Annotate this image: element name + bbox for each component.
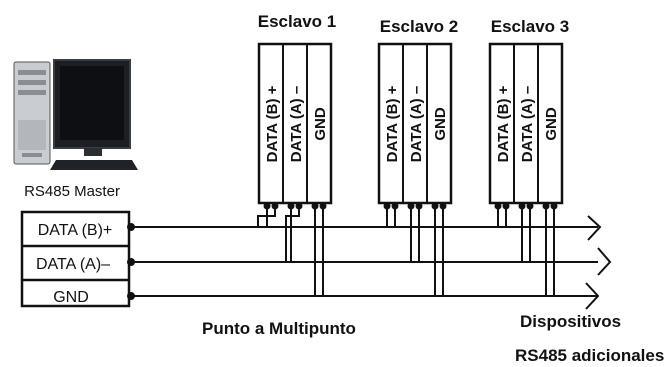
- bus-lines: [127, 223, 598, 300]
- slave-1-wiring: [257, 206, 324, 296]
- master-label: RS485 Master: [24, 183, 120, 200]
- master-dot-a: [127, 258, 135, 266]
- arrow-a: [597, 247, 612, 276]
- master-terminal-block: DATA (B)+ DATA (A)– GND: [20, 210, 131, 308]
- slave-1-title: Esclavo 1: [258, 12, 336, 31]
- slave-2-pin-b: DATA (B) +: [384, 85, 401, 162]
- slave-2-pin-gnd: GND: [432, 107, 449, 141]
- master-terminal-a-label: DATA (A)–: [36, 256, 110, 273]
- arrow-b: [587, 215, 602, 241]
- master-terminal-b-label: DATA (B)+: [38, 222, 113, 239]
- master-computer: RS485 Master: [13, 59, 138, 200]
- slave-1: Esclavo 1 DATA (B) + DATA (A) – GND: [257, 12, 336, 296]
- keyboard-icon: [50, 160, 138, 170]
- continuation-arrows: [585, 215, 612, 310]
- slave-3-wiring: [497, 206, 555, 296]
- additional-devices-label-1: Dispositivos: [520, 312, 621, 331]
- topology-label: Punto a Multipunto: [202, 319, 356, 338]
- slave-2-title: Esclavo 2: [380, 17, 458, 36]
- additional-devices-label-2: RS485 adicionales: [515, 346, 664, 365]
- master-dot-b: [127, 223, 135, 231]
- master-dot-gnd: [127, 292, 135, 300]
- slave-3-pin-a: DATA (A) –: [519, 86, 536, 162]
- slave-1-pin-b: DATA (B) +: [264, 85, 281, 162]
- computer-tower-icon: [13, 61, 51, 165]
- slave-2-wiring: [386, 206, 444, 296]
- slave-3: Esclavo 3 DATA (B) + DATA (A) – GND: [488, 17, 569, 296]
- arrow-gnd: [585, 282, 600, 310]
- master-terminal-gnd-label: GND: [53, 289, 89, 306]
- slave-3-pin-gnd: GND: [543, 107, 560, 141]
- slave-1-pin-gnd: GND: [312, 107, 329, 141]
- slave-2-pin-a: DATA (A) –: [408, 86, 425, 162]
- slave-1-pin-a: DATA (A) –: [288, 86, 305, 162]
- slave-3-title: Esclavo 3: [491, 17, 569, 36]
- slave-2: Esclavo 2 DATA (B) + DATA (A) – GND: [377, 17, 458, 296]
- monitor-icon: [53, 59, 131, 156]
- slave-3-pin-b: DATA (B) +: [495, 85, 512, 162]
